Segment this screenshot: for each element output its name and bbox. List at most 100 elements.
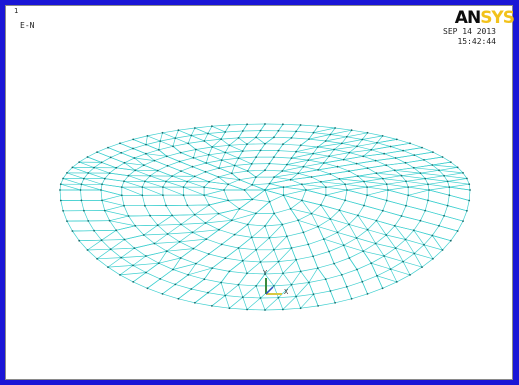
mesh-edge xyxy=(385,225,396,236)
mesh-edge xyxy=(447,178,467,182)
mesh-edge xyxy=(194,127,209,134)
mesh-node xyxy=(255,176,257,179)
mesh-edge xyxy=(264,224,283,227)
mesh-edge xyxy=(334,149,350,153)
mesh-node xyxy=(194,301,196,304)
mesh-edge xyxy=(234,157,239,166)
mesh-node xyxy=(423,243,425,246)
mesh-edge xyxy=(297,166,304,174)
graphics-viewport[interactable] xyxy=(5,5,513,380)
mesh-edge xyxy=(286,164,304,168)
mesh-edge xyxy=(337,163,357,168)
mesh-node xyxy=(194,127,196,129)
mesh-edge xyxy=(203,133,209,142)
mesh-edge xyxy=(286,159,309,165)
mesh-edge xyxy=(238,247,244,261)
mesh-edge xyxy=(264,183,270,191)
mesh-node xyxy=(193,213,196,216)
mesh-node xyxy=(348,170,350,173)
mesh-edge xyxy=(192,229,220,233)
mesh-node xyxy=(153,159,156,162)
mesh-edge xyxy=(367,229,376,244)
mesh-node xyxy=(142,234,145,236)
mesh-node xyxy=(120,256,123,259)
mesh-edge xyxy=(375,243,396,249)
mesh-edge xyxy=(109,215,129,222)
mesh-edge xyxy=(193,238,207,249)
mesh-edge xyxy=(145,135,148,145)
mesh-edge xyxy=(135,169,151,177)
mesh-edge xyxy=(428,186,450,191)
mesh-node xyxy=(443,214,445,217)
mesh-edge xyxy=(356,163,368,169)
mesh-edge xyxy=(295,282,310,297)
mesh-edge xyxy=(442,156,451,163)
mesh-edge xyxy=(96,147,109,153)
mesh-edge xyxy=(93,162,102,168)
mesh-node xyxy=(165,180,167,183)
mesh-edge xyxy=(264,163,270,171)
mesh-edge xyxy=(423,244,443,251)
mesh-edge xyxy=(255,130,261,138)
mesh-edge xyxy=(337,232,357,239)
mesh-edge xyxy=(421,258,434,268)
mesh-node xyxy=(93,229,95,232)
mesh-edge xyxy=(450,230,458,241)
mesh-edge xyxy=(325,186,348,191)
mesh-edge xyxy=(313,294,319,307)
mesh-node xyxy=(268,182,271,185)
mesh-edge xyxy=(166,248,194,252)
mesh-edge xyxy=(432,235,451,242)
mesh-edge xyxy=(208,204,219,214)
mesh-node xyxy=(421,266,423,268)
mesh-edge xyxy=(334,145,358,150)
mesh-edge xyxy=(255,137,266,145)
mesh-edge xyxy=(158,257,181,264)
mesh-node xyxy=(107,146,109,149)
mesh-edge xyxy=(375,243,385,257)
mesh-node xyxy=(307,159,310,162)
mesh-edge xyxy=(121,255,146,258)
mesh-edge xyxy=(223,184,229,191)
mesh-edge xyxy=(371,149,385,155)
mesh-edge xyxy=(123,180,143,188)
mesh-edge xyxy=(211,295,226,307)
mesh-node xyxy=(362,250,365,253)
mesh-edge xyxy=(323,232,338,240)
mesh-node xyxy=(241,259,244,262)
mesh-node xyxy=(340,142,343,145)
mesh-edge xyxy=(209,200,229,206)
mesh-node xyxy=(407,194,410,197)
mesh-edge xyxy=(405,230,415,240)
mesh-edge xyxy=(167,165,182,172)
mesh-edge xyxy=(420,210,426,221)
mesh-edge xyxy=(121,186,143,196)
mesh-node xyxy=(205,238,208,241)
mesh-edge xyxy=(298,169,319,174)
mesh-edge xyxy=(317,162,325,171)
mesh-node xyxy=(233,233,236,236)
mesh-node xyxy=(119,142,121,145)
mesh-edge xyxy=(328,149,335,157)
mesh-edge xyxy=(282,143,301,146)
mesh-node xyxy=(264,123,266,125)
mesh-edge xyxy=(191,135,205,142)
mesh-edge xyxy=(348,224,357,239)
mesh-edge xyxy=(107,147,122,154)
mesh-edge xyxy=(115,230,125,240)
mesh-node xyxy=(141,194,144,197)
mesh-node xyxy=(108,172,111,175)
mesh-node xyxy=(336,165,339,168)
mesh-edge xyxy=(438,170,445,177)
mesh-node xyxy=(156,224,159,227)
mesh-edge xyxy=(145,153,155,161)
mesh-node xyxy=(230,219,233,222)
mesh-node xyxy=(146,135,149,137)
mesh-edge xyxy=(175,135,192,139)
mesh-edge xyxy=(405,205,426,211)
mesh-edge xyxy=(449,186,471,191)
mesh-node xyxy=(376,274,378,277)
mesh-node xyxy=(162,194,164,197)
mesh-edge xyxy=(101,200,106,211)
